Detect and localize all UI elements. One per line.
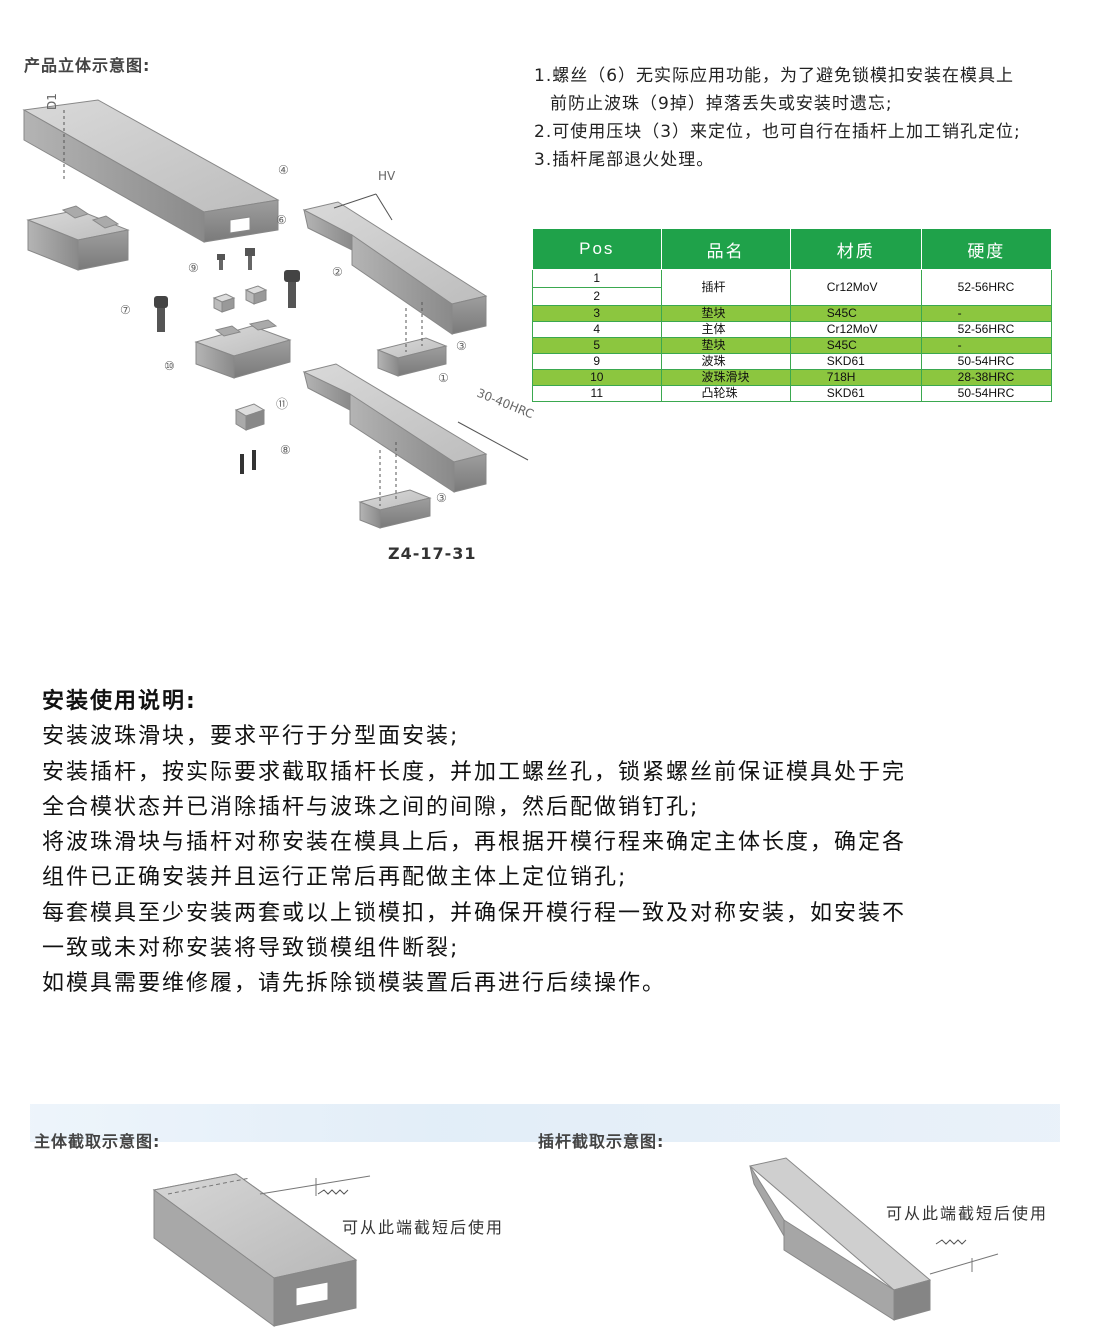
body-cut-label: 主体截取示意图: — [34, 1132, 161, 1151]
cell-name: 垫块 — [660, 337, 791, 354]
callout-11: ⑪ — [276, 397, 288, 411]
install-title: 安装使用说明: — [42, 689, 197, 714]
note-line-4: 3.插杆尾部退火处理。 — [534, 150, 715, 170]
cell-material: SKD61 — [789, 385, 922, 402]
cell-hardness: 50-54HRC — [920, 385, 1053, 402]
callout-8: ⑧ — [280, 443, 291, 457]
header-hardness: 硬度 — [920, 228, 1053, 270]
table-row: 10 波珠滑块 718H 28-38HRC — [532, 369, 1053, 386]
callout-4: ④ — [278, 163, 289, 177]
table-row: 3 垫块 S45C - — [532, 305, 1053, 322]
screw-part-7 — [154, 296, 168, 332]
cell-name: 垫块 — [660, 305, 791, 322]
exploded-assembly-diagram: D1 HV — [22, 93, 536, 529]
install-line-4: 将波珠滑块与插杆对称安装在模具上后，再根据开模行程来确定主体长度，确定各 — [42, 830, 907, 855]
cell-name: 插杆 — [660, 269, 791, 306]
table-row: 11 凸轮珠 SKD61 50-54HRC — [532, 385, 1053, 402]
install-line-6: 每套模具至少安装两套或以上锁模扣，并确保开模行程一致及对称安装，如安装不 — [42, 901, 907, 926]
header-name: 品名 — [660, 228, 791, 270]
callout-10: ⑩ — [164, 359, 175, 373]
ball-plunger-part — [212, 285, 268, 313]
pressure-block-part-lower — [358, 489, 432, 529]
insert-rod-part-lower — [302, 363, 488, 493]
callout-7: ⑦ — [120, 303, 131, 317]
cell-material: S45C — [789, 305, 922, 322]
table-row: 1 插杆 Cr12MoV 52-56HRC — [532, 269, 1053, 306]
cell-pos: 5 — [532, 337, 662, 354]
spring-part — [240, 450, 256, 474]
decorative-band — [30, 1104, 1060, 1142]
ball-slider-part — [194, 319, 292, 379]
screw-part-9 — [217, 254, 225, 270]
cell-hardness: 52-56HRC — [920, 321, 1053, 338]
install-line-3: 全合模状态并已消除插杆与波珠之间的间隙，然后配做销钉孔; — [42, 795, 700, 820]
cell-name: 主体 — [660, 321, 791, 338]
cell-material: SKD61 — [789, 353, 922, 370]
body-cut-note: 可从此端截短后使用 — [342, 1218, 505, 1237]
install-line-7: 一致或未对称安装将导致锁模组件断裂; — [42, 936, 460, 961]
cell-pos: 4 — [532, 321, 662, 338]
callout-6: ⑥ — [276, 213, 287, 227]
callout-2: ② — [332, 265, 343, 279]
cell-material: Cr12MoV — [789, 321, 922, 338]
rod-cut-diagram — [748, 1157, 999, 1321]
callout-1: ① — [438, 371, 449, 385]
cam-block-part — [26, 205, 130, 271]
cell-name: 凸轮珠 — [660, 385, 791, 402]
dim-label-d1: D1 — [45, 93, 59, 110]
spec-table-header: Pos 品名 材质 硬度 — [532, 228, 1053, 270]
screw-part-large — [284, 270, 300, 308]
main-body-part — [22, 99, 280, 243]
rod-cut-label: 插杆截取示意图: — [538, 1132, 665, 1151]
table-row: 4 主体 Cr12MoV 52-56HRC — [532, 321, 1053, 338]
model-code: Z4-17-31 — [388, 544, 477, 563]
cell-pos: 2 — [532, 287, 662, 306]
rod-cut-note: 可从此端截短后使用 — [886, 1204, 1049, 1223]
cell-hardness: - — [920, 337, 1053, 354]
cam-ball-part — [234, 403, 266, 431]
table-row: 9 波珠 SKD61 50-54HRC — [532, 353, 1053, 370]
dim-label-hv: HV — [378, 169, 396, 183]
cell-material: Cr12MoV — [789, 269, 922, 306]
cell-hardness: 52-56HRC — [920, 269, 1053, 306]
note-line-2: 前防止波珠（9掉）掉落丢失或安装时遗忘; — [550, 94, 893, 114]
body-cut-diagram — [152, 1173, 371, 1327]
cell-name: 波珠滑块 — [660, 369, 791, 386]
cell-material: S45C — [789, 337, 922, 354]
cell-pos: 1 — [532, 269, 662, 288]
callout-3-upper: ③ — [456, 339, 467, 353]
cell-pos: 10 — [532, 369, 662, 386]
install-line-2: 安装插杆，按实际要求截取插杆长度，并加工螺丝孔，锁紧螺丝前保证模具处于完 — [42, 760, 907, 785]
header-material: 材质 — [789, 228, 922, 270]
notes-block: 1.螺丝（6）无实际应用功能，为了避免锁模扣安装在模具上 前防止波珠（9掉）掉落… — [534, 62, 1021, 174]
overview-label: 产品立体示意图: — [24, 56, 151, 75]
callout-3-lower: ③ — [436, 491, 447, 505]
install-line-5: 组件已正确安装并且运行正常后再配做主体上定位销孔; — [42, 865, 628, 890]
cell-material: 718H — [789, 369, 922, 386]
note-line-1: 1.螺丝（6）无实际应用功能，为了避免锁模扣安装在模具上 — [534, 66, 1015, 86]
cell-pos: 9 — [532, 353, 662, 370]
table-row: 2 — [532, 287, 1052, 306]
screw-part-6 — [245, 248, 255, 270]
install-line-1: 安装波珠滑块，要求平行于分型面安装; — [42, 724, 460, 749]
cell-pos: 3 — [532, 305, 662, 322]
cell-hardness: - — [920, 305, 1053, 322]
note-line-3: 2.可使用压块（3）来定位，也可自行在插杆上加工销孔定位; — [534, 122, 1021, 142]
cell-hardness: 28-38HRC — [920, 369, 1053, 386]
header-pos: Pos — [532, 228, 662, 270]
spec-table: Pos 品名 材质 硬度 1 插杆 Cr12MoV 52-56HRC 2 3 垫… — [532, 228, 1053, 402]
callout-9: ⑨ — [188, 261, 199, 275]
cell-hardness: 50-54HRC — [920, 353, 1053, 370]
cell-pos: 11 — [532, 385, 662, 402]
table-row: 5 垫块 S45C - — [532, 337, 1053, 354]
hardness-note: 30-40HRC — [475, 386, 536, 421]
cell-name: 波珠 — [660, 353, 791, 370]
pressure-block-part-upper — [376, 337, 448, 377]
install-line-8: 如模具需要维修履，请先拆除锁模装置后再进行后续操作。 — [42, 971, 667, 996]
insert-rod-part-upper — [302, 201, 488, 335]
